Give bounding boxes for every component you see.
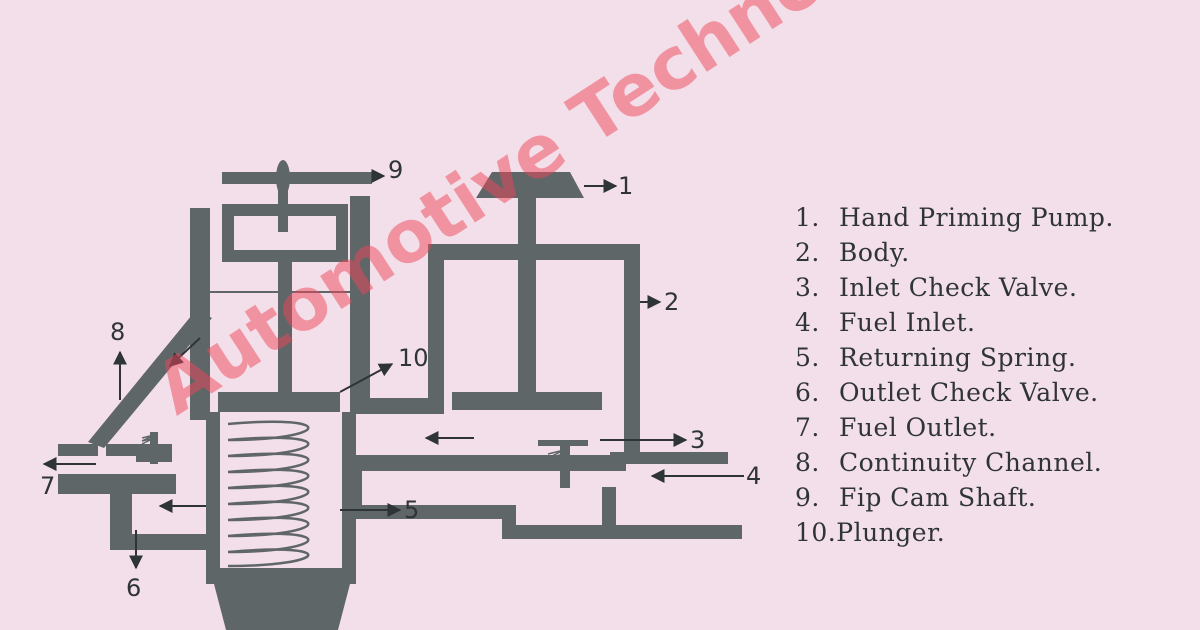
- fuel-inlet-pipe: [502, 525, 742, 539]
- body-bore-wall: [350, 196, 370, 412]
- legend-item-9: 9. Fip Cam Shaft.: [795, 480, 1114, 515]
- legend-number: 10.: [795, 518, 837, 547]
- callout-7: 7: [40, 472, 55, 500]
- passage-upper: [346, 455, 626, 471]
- callout-4: 4: [746, 462, 761, 490]
- callout-5: 5: [404, 496, 419, 524]
- legend-number: 8.: [795, 448, 820, 477]
- inlet-channel: [610, 452, 728, 464]
- legend-text: Fuel Outlet.: [839, 413, 997, 442]
- callout-3: 3: [690, 426, 705, 454]
- fuel-outlet-pipe: [58, 474, 176, 494]
- legend-item-6: 6. Outlet Check Valve.: [795, 375, 1114, 410]
- legend-text: Fuel Inlet.: [839, 308, 976, 337]
- legend-number: 1.: [795, 203, 820, 232]
- legend-text: Inlet Check Valve.: [839, 273, 1078, 302]
- legend-text: Body.: [839, 238, 910, 267]
- legend-number: 5.: [795, 343, 820, 372]
- legend-number: 3.: [795, 273, 820, 302]
- legend-item-7: 7. Fuel Outlet.: [795, 410, 1114, 445]
- legend-text: Fip Cam Shaft.: [839, 483, 1037, 512]
- legend-item-2: 2. Body.: [795, 235, 1114, 270]
- legend-item-8: 8. Continuity Channel.: [795, 445, 1114, 480]
- legend-number: 6.: [795, 378, 820, 407]
- callout-8: 8: [110, 318, 125, 346]
- legend-text: Continuity Channel.: [839, 448, 1103, 477]
- legend-number: 7.: [795, 413, 820, 442]
- priming-pump-knob: [476, 172, 584, 198]
- legend-number: 2.: [795, 238, 820, 267]
- callout-6: 6: [126, 574, 141, 602]
- legend-text: Hand Priming Pump.: [839, 203, 1114, 232]
- priming-pump-rod: [518, 198, 536, 394]
- legend-item-4: 4. Fuel Inlet.: [795, 305, 1114, 340]
- return-spring: [227, 420, 310, 568]
- cam-lobe: [276, 160, 290, 196]
- legend-item-1: 1. Hand Priming Pump.: [795, 200, 1114, 235]
- parts-legend: 1. Hand Priming Pump. 2. Body. 3. Inlet Che…: [795, 200, 1114, 550]
- callout-10: 10: [398, 344, 429, 372]
- callout-1: 1: [618, 172, 633, 200]
- inlet-check-valve-seat: [538, 440, 588, 446]
- legend-text: Plunger.: [836, 518, 946, 547]
- continuity-channel: [88, 310, 212, 448]
- body-right-wall: [624, 244, 640, 456]
- callout-9: 9: [388, 156, 403, 184]
- legend-number: 4.: [795, 308, 820, 337]
- legend-item-5: 5. Returning Spring.: [795, 340, 1114, 375]
- callout-2: 2: [664, 288, 679, 316]
- legend-text: Outlet Check Valve.: [839, 378, 1099, 407]
- legend-item-3: 3. Inlet Check Valve.: [795, 270, 1114, 305]
- plunger-head: [218, 392, 340, 412]
- tappet-cup: [222, 204, 348, 216]
- priming-pump-piston: [452, 392, 602, 410]
- legend-number: 9.: [795, 483, 820, 512]
- legend-item-10: 10.Plunger.: [795, 515, 1114, 550]
- plunger-stem: [278, 262, 292, 394]
- legend-text: Returning Spring.: [839, 343, 1077, 372]
- cam-shaft: [222, 172, 372, 184]
- outlet-check-valve-stem: [150, 432, 158, 464]
